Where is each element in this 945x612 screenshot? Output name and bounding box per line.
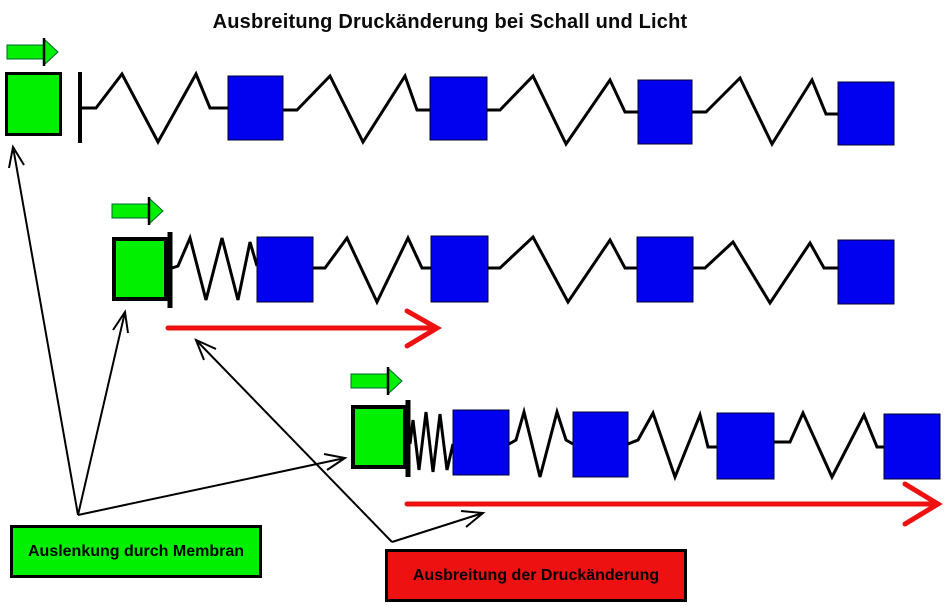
pressure-arrow-head	[902, 481, 943, 527]
chain-row-rest	[5, 37, 895, 148]
mass-square	[716, 412, 775, 480]
pressure-label-text: Ausbreitung der Druckänderung	[412, 566, 660, 584]
mass-square	[637, 79, 693, 145]
membrane-square	[112, 237, 168, 301]
spring-compressed	[508, 406, 574, 478]
mass-square	[452, 409, 510, 476]
pressure-arrow-head	[404, 308, 442, 349]
membrane-callout-line	[12, 146, 79, 516]
spring	[627, 409, 717, 482]
membrane-motion-arrow-icon	[6, 37, 59, 67]
membrane-callout-head-icon	[8, 144, 25, 169]
mass-square	[256, 236, 314, 303]
membrane-callout-line	[77, 311, 126, 516]
mass-square	[227, 75, 284, 141]
pressure-label-box: Ausbreitung der Druckänderung	[385, 549, 687, 602]
spring	[487, 73, 638, 147]
mass-square	[636, 236, 694, 303]
membrane-motion-arrow-icon	[111, 196, 164, 226]
membrane-square	[351, 405, 407, 469]
membrane-label-text: Auslenkung durch Membran	[27, 542, 245, 560]
spring	[283, 72, 430, 146]
membrane-square	[5, 72, 62, 136]
mass-square	[429, 76, 488, 141]
membrane-callout-head-icon	[112, 309, 129, 334]
spring	[693, 239, 838, 306]
spring-compressed	[171, 233, 259, 301]
membrane-callout-head-icon	[323, 453, 348, 471]
pressure-callout-head-icon	[460, 510, 486, 528]
chain-row-displaced	[111, 196, 895, 349]
mass-square	[837, 239, 895, 305]
spring	[692, 75, 838, 148]
spring	[80, 70, 228, 146]
mass-square	[430, 235, 489, 303]
membrane-callout-line	[77, 457, 346, 516]
annotation-arrows	[8, 144, 486, 543]
mass-square	[572, 411, 629, 478]
pressure-callout-head-icon	[194, 338, 217, 361]
spring-compressed	[408, 411, 455, 473]
mass-square	[837, 81, 895, 146]
spring	[774, 409, 884, 481]
membrane-motion-arrow-icon	[350, 366, 403, 396]
membrane-label-box: Auslenkung durch Membran	[10, 525, 262, 578]
pressure-callout-line	[391, 512, 484, 543]
pressure-callout-line	[195, 339, 393, 543]
page-title: Ausbreitung Druckänderung bei Schall und…	[212, 11, 688, 33]
chain-row-propagating	[350, 366, 943, 527]
spring	[313, 234, 431, 306]
mass-square	[883, 413, 941, 480]
spring	[488, 234, 637, 305]
